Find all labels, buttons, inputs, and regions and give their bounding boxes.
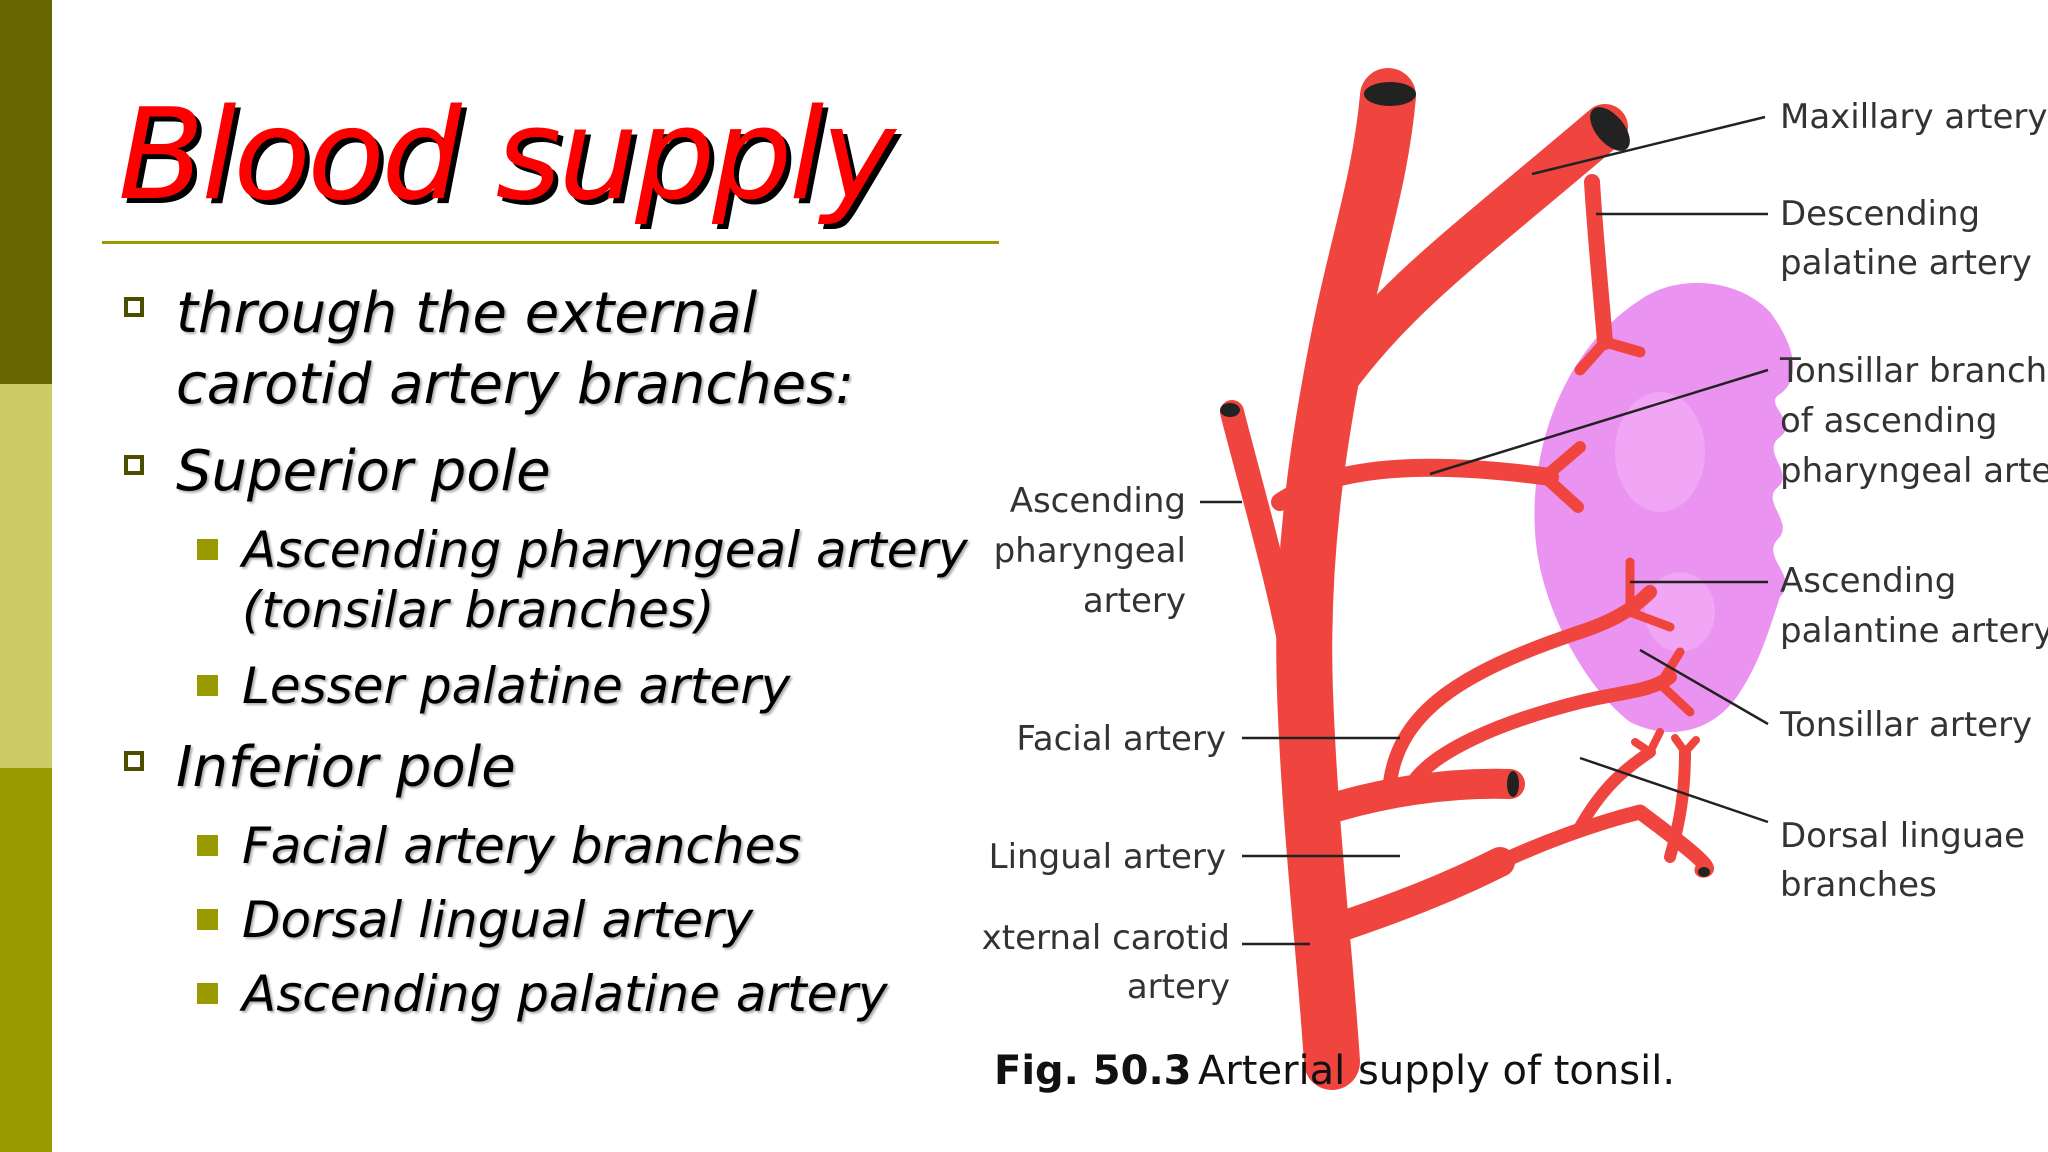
leader-line	[1429, 368, 1769, 476]
filled-square-bullet-icon	[197, 675, 218, 696]
sub-bullet-text: Dorsal lingual artery	[242, 891, 754, 949]
hollow-square-bullet-icon	[124, 455, 144, 475]
descending-palatine-vessel	[1584, 174, 1613, 350]
filled-square-bullet-icon	[197, 835, 218, 856]
vessel-cut-end	[1220, 403, 1240, 417]
hollow-square-bullet-icon	[124, 751, 144, 771]
sidebar-stripe	[0, 0, 52, 1152]
hollow-square-bullet-icon	[124, 297, 144, 317]
label-tonsillar-branches: of ascending	[1780, 401, 1997, 441]
label-external-carotid: External carotid	[980, 918, 1230, 958]
leader-line	[1579, 756, 1769, 824]
figure-caption-text: Arterial supply of tonsil.	[1198, 1048, 1675, 1094]
tonsillar-branch-fork	[1539, 441, 1586, 513]
external-carotid-vessel	[1276, 68, 1416, 1090]
label-ascending-pharyngeal: artery	[1083, 581, 1186, 621]
tonsil-highlight	[1615, 392, 1705, 512]
label-descending-palatine: Descending	[1780, 194, 1980, 234]
facial-cut-end	[1507, 771, 1519, 797]
descending-palatine-fork	[1574, 336, 1646, 376]
bullet-text: carotid artery branches:	[176, 352, 855, 417]
filled-square-bullet-icon	[197, 539, 218, 560]
label-descending-palatine: palatine artery	[1780, 243, 2032, 283]
bullet-text: Inferior pole	[176, 735, 516, 800]
tonsil-highlight	[1645, 572, 1715, 652]
label-tonsillar-branches: Tonsillar branches	[1779, 351, 2048, 391]
label-lingual-artery: Lingual artery	[989, 837, 1226, 877]
title-underline	[102, 241, 999, 244]
sub-bullet-text: Facial artery branches	[242, 817, 802, 875]
sidebar-band-dark	[0, 0, 52, 384]
figure-caption-number: Fig. 50.3	[994, 1048, 1191, 1094]
sub-bullet-text: Ascending pharyngeal artery	[242, 521, 968, 579]
sub-bullet-text: Lesser palatine artery	[242, 657, 791, 715]
dorsal-linguae-fork	[1631, 728, 1700, 756]
label-ascending-palantine: Ascending	[1780, 561, 1956, 601]
carotid-cut-end	[1364, 82, 1416, 106]
ascending-palatine-vessel	[1383, 585, 1657, 789]
bullet-text: through the external	[176, 281, 758, 346]
ascending-palatine-fork	[1625, 557, 1675, 632]
tonsil-artery-diagram: Maxillary artery Descending palatine art…	[980, 68, 2048, 1094]
tonsillar-vessel	[1403, 670, 1677, 794]
leader-line	[1639, 648, 1769, 726]
slide-title: Blood supply	[118, 81, 896, 228]
label-maxillary-artery: Maxillary artery	[1780, 97, 2048, 137]
sidebar-band-mid	[0, 768, 52, 1152]
leader-line	[1531, 115, 1766, 176]
dorsal-cut-end	[1698, 867, 1710, 877]
sub-bullet-text: (tonsilar branches)	[242, 581, 715, 639]
label-external-carotid: artery	[1127, 967, 1230, 1007]
label-ascending-pharyngeal: pharyngeal	[994, 531, 1186, 571]
sub-bullet-text: Ascending palatine artery	[242, 965, 888, 1023]
maxillary-cut-end	[1590, 107, 1630, 151]
bullet-text: Superior pole	[176, 439, 551, 504]
label-dorsal-linguae: branches	[1780, 865, 1937, 905]
label-ascending-pharyngeal: Ascending	[1010, 481, 1186, 521]
label-facial-artery: Facial artery	[1016, 719, 1226, 759]
label-dorsal-linguae: Dorsal linguae	[1780, 816, 2025, 856]
label-ascending-palantine: palantine artery	[1780, 611, 2048, 651]
dorsal-linguae-vessel	[1472, 804, 1714, 880]
label-tonsillar-artery: Tonsillar artery	[1779, 705, 2032, 745]
sidebar-band-light	[0, 384, 52, 768]
filled-square-bullet-icon	[197, 909, 218, 930]
filled-square-bullet-icon	[197, 983, 218, 1004]
label-tonsillar-branches: pharyngeal artery	[1780, 451, 2048, 491]
dorsal-linguae-vessel	[1574, 746, 1691, 863]
